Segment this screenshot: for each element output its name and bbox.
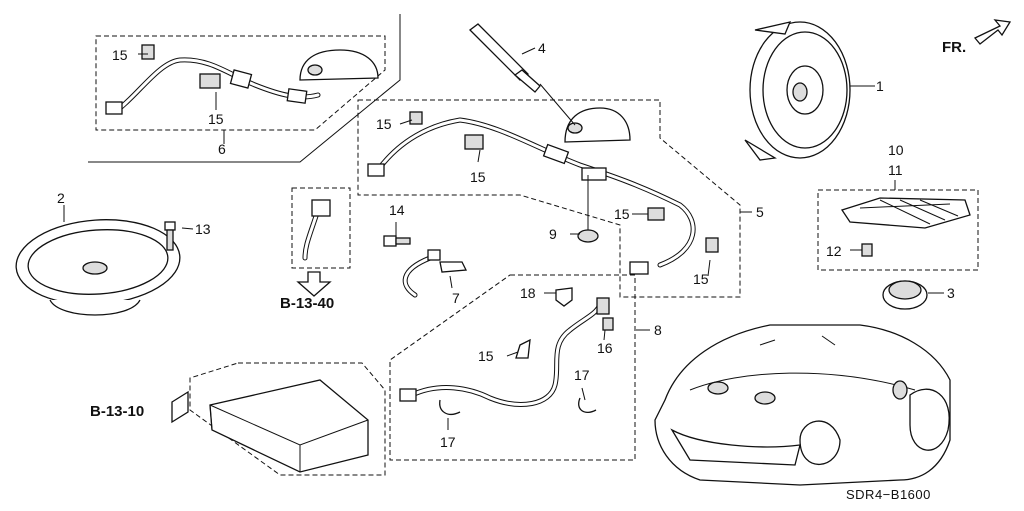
label-17-bottom: 17	[440, 434, 456, 450]
antenna-feeder-6	[105, 44, 379, 115]
label-14: 14	[389, 202, 405, 218]
car-outline	[654, 324, 951, 486]
ref-b1310-text: B-13-10	[90, 403, 144, 420]
bolt-14	[383, 235, 411, 247]
box-tweeter-10-11	[817, 189, 979, 271]
box-cable-8	[389, 274, 636, 461]
label-15-box5-mid: 15	[470, 169, 486, 185]
ground-cable-7	[402, 249, 468, 298]
box-connector-b1340	[291, 187, 351, 297]
front-direction-arrow	[973, 19, 1012, 45]
rod-antenna-4	[469, 23, 541, 93]
screw-13	[164, 221, 176, 251]
tweeter-3	[882, 280, 928, 310]
label-8: 8	[654, 322, 662, 338]
label-13: 13	[195, 221, 211, 237]
label-11: 11	[888, 162, 903, 178]
label-17-right: 17	[574, 367, 590, 383]
label-16: 16	[597, 340, 613, 356]
label-18: 18	[520, 285, 536, 301]
tweeter-grille-10-11	[840, 197, 971, 257]
label-1: 1	[876, 78, 884, 94]
box-antenna-feeder-6	[88, 14, 401, 163]
label-15-box5-bottom: 15	[693, 271, 709, 287]
cable-8	[399, 287, 614, 415]
diagram-code: SDR4−B1600	[846, 487, 931, 502]
label-9: 9	[549, 226, 557, 242]
ref-b1340-text: B-13-40	[280, 295, 334, 312]
label-5: 5	[756, 204, 764, 220]
box-audio-unit-b1310	[171, 362, 386, 476]
label-2: 2	[57, 190, 65, 206]
box-antenna-feeder-5	[357, 99, 741, 298]
label-6: 6	[218, 141, 226, 157]
label-12: 12	[826, 243, 842, 259]
label-15-box5-left: 15	[376, 116, 392, 132]
antenna-feeder-5	[367, 83, 719, 275]
label-3: 3	[947, 285, 955, 301]
label-15-top-mid: 15	[208, 111, 224, 127]
label-15-topleft: 15	[112, 47, 128, 63]
speaker-1	[744, 21, 851, 161]
label-7: 7	[452, 290, 460, 306]
leader-lines	[63, 47, 944, 430]
label-10: 10	[888, 142, 904, 158]
label-15-cable8: 15	[478, 348, 494, 364]
label-4: 4	[538, 40, 546, 56]
speaker-2	[15, 219, 181, 316]
label-15-box5-right: 15	[614, 206, 630, 222]
fr-direction-text: FR.	[942, 39, 966, 56]
